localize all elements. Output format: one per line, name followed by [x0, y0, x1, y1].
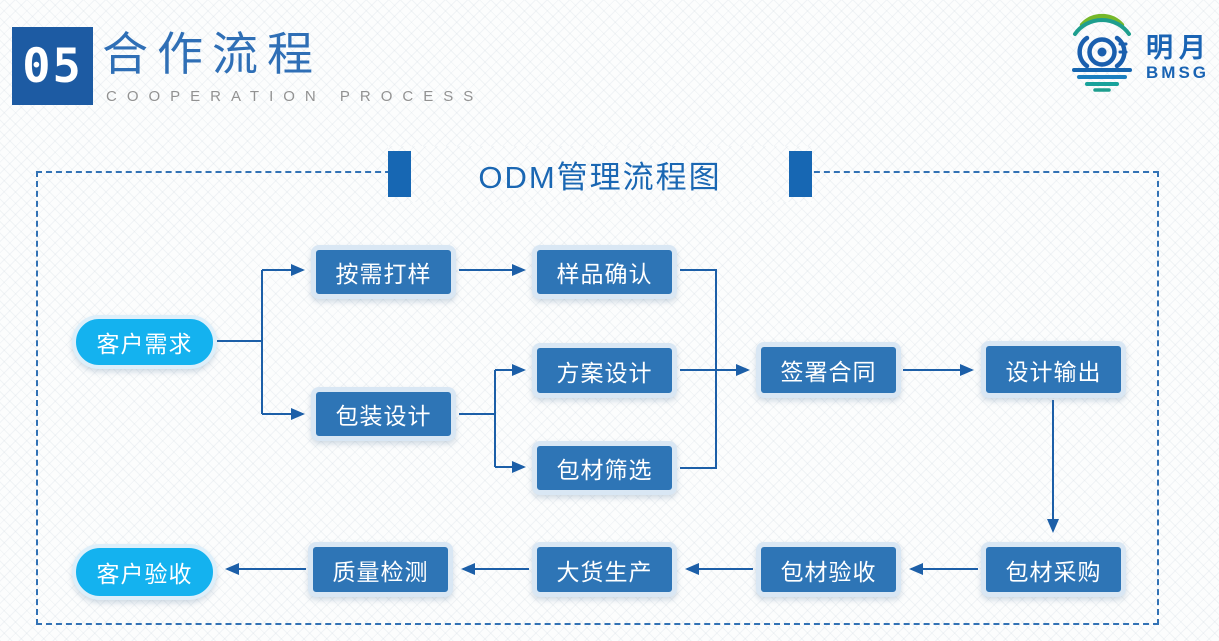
flow-node-quality-testing: 质量检测	[308, 542, 453, 597]
flow-node-design-output: 设计输出	[981, 341, 1126, 398]
flow-node-customer-acceptance: 客户验收	[72, 544, 217, 600]
flow-node-sample-confirm: 样品确认	[532, 245, 677, 299]
title-accent-bar-right	[788, 151, 812, 197]
brand-abbr: BMSG	[1146, 62, 1209, 82]
flow-node-material-inspection: 包材验收	[756, 542, 901, 597]
page-title: 合作流程	[102, 27, 322, 81]
section-number-badge: 05	[12, 27, 93, 105]
diagram-title: ODM管理流程图	[478, 159, 722, 195]
brand-logo-icon	[1060, 10, 1142, 99]
page-subtitle: COOPERATION PROCESS	[106, 88, 484, 105]
brand-logo: 明月 BMSG	[1060, 12, 1212, 96]
flow-node-package-design: 包装设计	[311, 387, 456, 441]
flow-node-material-screening: 包材筛选	[532, 441, 677, 495]
flow-node-material-purchase: 包材采购	[981, 542, 1126, 597]
flow-node-sign-contract: 签署合同	[756, 342, 901, 398]
title-accent-bar-left	[388, 151, 411, 197]
flow-node-sample-on-demand: 按需打样	[311, 245, 456, 299]
diagram-title-block: ODM管理流程图	[388, 146, 812, 202]
brand-name: 明月	[1146, 32, 1212, 63]
flow-node-solution-design: 方案设计	[532, 343, 677, 398]
flow-node-mass-production: 大货生产	[532, 542, 677, 597]
flow-node-customer-demand: 客户需求	[72, 315, 217, 369]
